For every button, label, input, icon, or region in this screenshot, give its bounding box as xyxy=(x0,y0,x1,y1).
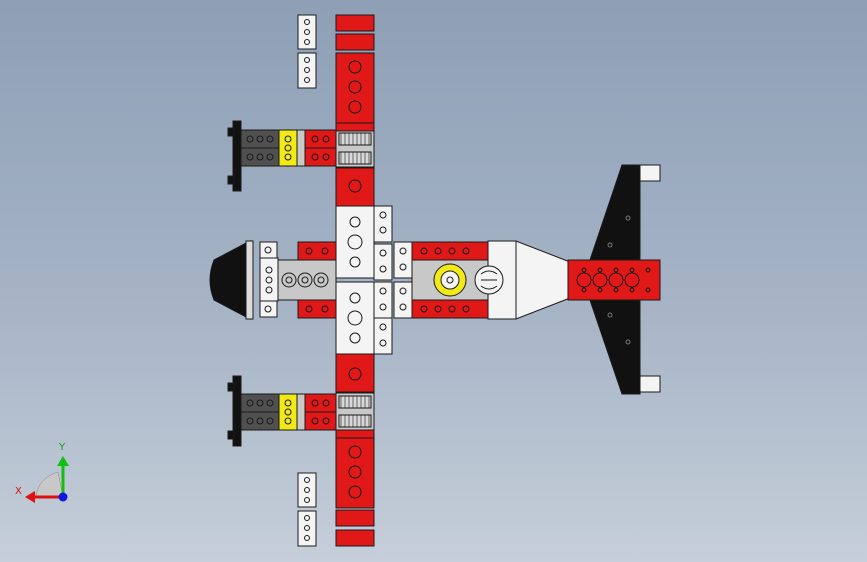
triad-plane xyxy=(35,471,64,498)
lower-engine xyxy=(227,375,375,447)
coordinate-triad xyxy=(25,456,69,503)
nose-cone xyxy=(209,240,279,320)
upper-wing xyxy=(335,14,375,207)
center-section xyxy=(335,205,413,355)
lower-wing xyxy=(335,353,375,547)
x-axis-label: X xyxy=(15,486,22,497)
tail-section xyxy=(567,164,661,395)
y-axis-label: Y xyxy=(59,442,66,453)
upper-engine xyxy=(227,120,375,192)
x-axis-arrowhead xyxy=(25,491,35,503)
fuselage-front xyxy=(277,241,337,319)
lower-loose-plates xyxy=(297,472,317,547)
y-axis-arrowhead xyxy=(57,456,69,466)
fuselage-cockpit xyxy=(411,240,571,320)
z-axis-dot xyxy=(58,492,68,502)
upper-loose-plates xyxy=(297,14,317,89)
